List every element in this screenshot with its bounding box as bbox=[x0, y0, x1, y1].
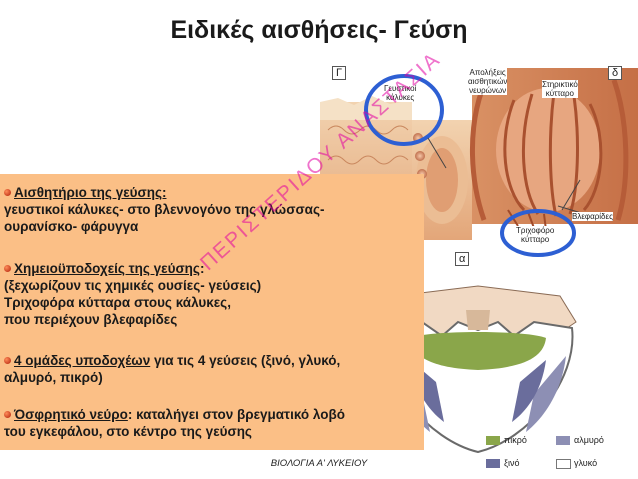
bullet-icon bbox=[4, 265, 11, 272]
legend-swatch-sweet bbox=[556, 459, 571, 469]
callout-support-cell: Στηρικτικό κύτταρο bbox=[542, 80, 578, 98]
legend-sour: ξινό bbox=[504, 458, 520, 468]
legend-sweet: γλυκό bbox=[574, 458, 598, 468]
panel-label-gamma: Γ bbox=[332, 66, 347, 80]
callout-nerve-endings: Απολήξεις αισθητικών νευρώνων bbox=[468, 68, 508, 95]
legend-bitter: πικρό bbox=[504, 435, 527, 445]
legend-swatch-sour bbox=[486, 459, 500, 468]
bullet-taste-organ: Αισθητήριο της γεύσης: γευστικοί κάλυκες… bbox=[4, 185, 325, 234]
bullet-icon bbox=[4, 411, 11, 418]
taste-bud-highlight-circle bbox=[364, 74, 444, 146]
panel-label-delta: δ bbox=[608, 66, 623, 80]
bullet-receptor-groups: 4 ομάδες υποδοχέων για τις 4 γεύσεις (ξι… bbox=[4, 353, 341, 385]
bullet-chemoreceptors: Χημειοϋποδοχείς της γεύσης: (ξεχωρίζουν … bbox=[4, 261, 262, 327]
legend-swatch-bitter bbox=[486, 436, 500, 445]
bullet-icon bbox=[4, 189, 11, 196]
legend-swatch-salty bbox=[556, 436, 570, 445]
content-textbox: Αισθητήριο της γεύσης: γευστικοί κάλυκες… bbox=[0, 174, 424, 450]
panel-label-alpha: α bbox=[455, 252, 470, 266]
callout-eyelashes: Βλεφαρίδες bbox=[572, 212, 613, 221]
bullet-icon bbox=[4, 357, 11, 364]
bullet-nerve: Όσφρητικό νεύρο: καταλήγει στον βρεγματι… bbox=[4, 407, 345, 439]
callout-taste-buds: Γευστικοί κάλυκες bbox=[384, 84, 417, 102]
legend-salty: αλμυρό bbox=[574, 435, 604, 445]
slide-footer: ΒΙΟΛΟΓΙΑ Α' ΛΥΚΕΙΟΥ bbox=[270, 458, 368, 469]
hair-cell-highlight-circle bbox=[500, 209, 576, 257]
slide-title: Ειδικές αισθήσεις- Γεύση bbox=[170, 16, 468, 44]
callout-hair-cell: Τριχοφόρο κύτταρο bbox=[516, 226, 555, 244]
